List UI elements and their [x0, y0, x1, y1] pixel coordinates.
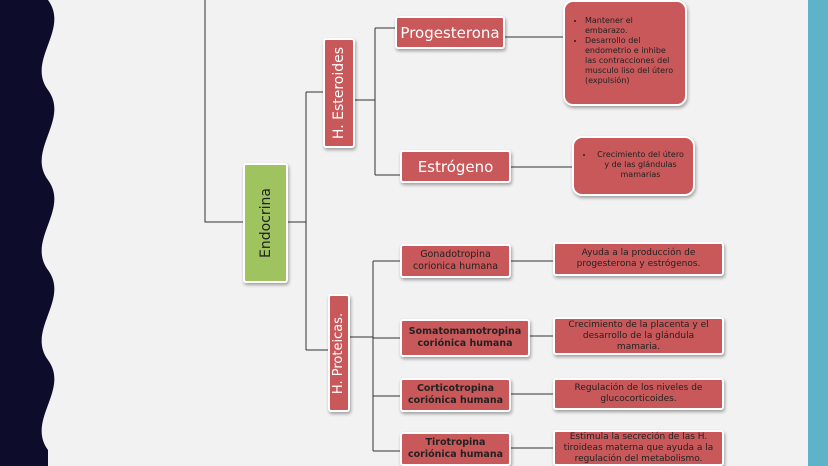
left-wave-border: [0, 0, 55, 466]
hormone-name: Tirotropina coriónica humana: [407, 437, 503, 460]
desc-text: Crecimiento de la placenta y el desarrol…: [568, 319, 709, 352]
desc-text: Ayuda a la producción de progesterona y …: [576, 248, 701, 269]
note-progesterona: Mantener el embarazo. Desarrollo del end…: [563, 0, 687, 106]
root-node: Endocrina: [243, 163, 288, 283]
desc-gonadotropina: Ayuda a la producción de progesterona y …: [553, 242, 724, 276]
desc-somatomamotropina: Crecimiento de la placenta y el desarrol…: [553, 317, 724, 355]
desc-tirotropina: Estimula la secreción de las H. tiroidea…: [553, 430, 724, 466]
hormone-somatomamotropina: Somatomamotropina coriónica humana: [400, 319, 530, 357]
hormone-name: Progesterona: [400, 23, 500, 42]
hormone-name: Corticotropina coriónica humana: [407, 383, 503, 406]
desc-corticotropina: Regulación de los niveles de glucocortic…: [553, 378, 724, 410]
hormone-progesterona: Progesterona: [395, 16, 505, 49]
root-label: Endocrina: [257, 188, 274, 258]
hormone-name: Gonadotropina corionica humana: [412, 249, 499, 272]
desc-text: Estimula la secreción de las H. tiroidea…: [563, 431, 714, 464]
hormone-name: Estrógeno: [417, 157, 494, 176]
group-proteins: H. Proteicas.: [328, 294, 350, 412]
group-proteins-label: H. Proteicas.: [331, 312, 347, 394]
hormone-tirotropina: Tirotropina coriónica humana: [400, 432, 511, 466]
hormone-corticotropina: Corticotropina coriónica humana: [400, 378, 511, 412]
note-estrogeno: Crecimiento del útero y de las glándulas…: [572, 136, 695, 196]
hormone-estrogeno: Estrógeno: [400, 150, 511, 183]
group-steroids-label: H. Esteroides: [331, 46, 347, 140]
note-item: Mantener el embarazo.: [585, 16, 677, 36]
hormone-gonadotropina: Gonadotropina corionica humana: [400, 244, 511, 278]
note-item: Desarrollo del endometrio e inhibe las c…: [585, 36, 677, 86]
desc-text: Regulación de los niveles de glucocortic…: [574, 383, 703, 404]
hormone-name: Somatomamotropina coriónica humana: [408, 326, 522, 349]
group-steroids: H. Esteroides: [323, 38, 355, 148]
note-item: Crecimiento del útero y de las glándulas…: [594, 150, 687, 180]
right-accent-bar: [808, 0, 828, 466]
